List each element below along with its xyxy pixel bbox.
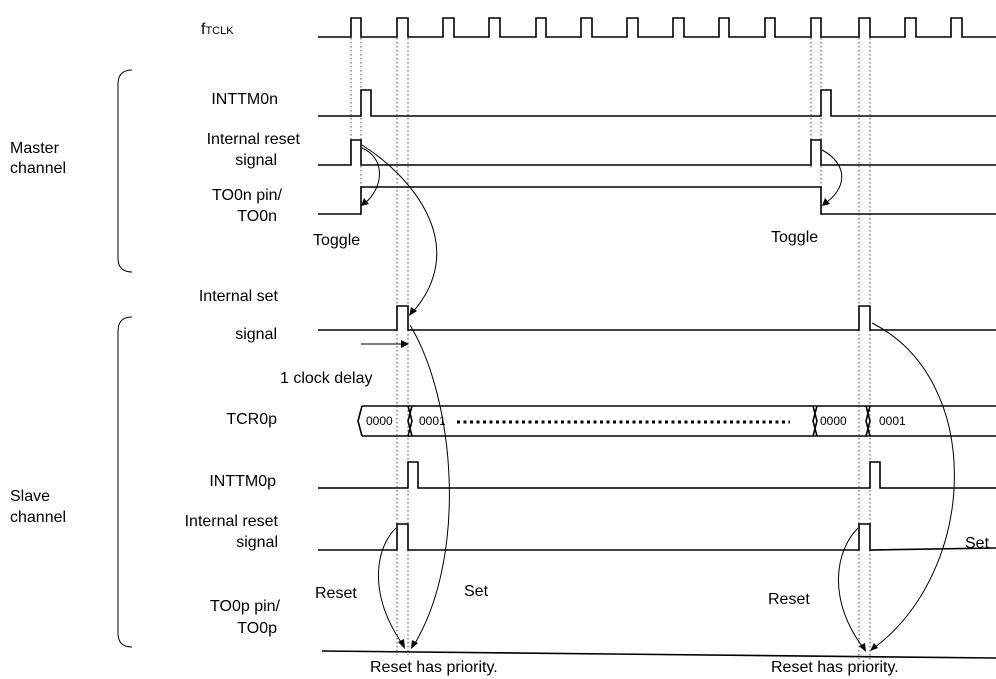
causality-arrows [361, 144, 955, 652]
to0p-label-1: TO0p pin/ [210, 598, 281, 615]
tcr0p-value-3: 0000 [820, 414, 847, 428]
inttm0n-waveform [318, 89, 996, 117]
guide-lines [350, 30, 871, 660]
priority-annotation-1: Reset has priority. [370, 659, 498, 676]
reset-annotation-1: Reset [315, 585, 357, 602]
master-group-label-1: Master [10, 140, 60, 157]
ftclk-waveform [318, 17, 996, 38]
master-bracket [117, 69, 133, 273]
inttm0p-waveform [318, 461, 996, 489]
master-reset-label-1: Internal reset [207, 131, 301, 148]
set-annotation-2: Set [965, 535, 990, 552]
inttm0n-label: INTTM0n [211, 91, 278, 108]
reset-annotation-2: Reset [768, 591, 810, 608]
slave-group-label-1: Slave [10, 488, 50, 505]
to0p-label-2: TO0p [237, 620, 277, 637]
master-reset-label-2: signal [235, 152, 277, 169]
clock-delay-annotation: 1 clock delay [280, 370, 373, 387]
tcr0p-label: TCR0p [226, 411, 277, 428]
tcr0p-waveform [357, 405, 996, 437]
to0p-waveform [321, 650, 996, 659]
to0n-label-2: TO0n [237, 208, 277, 225]
slave-reset-waveform [318, 523, 996, 551]
slave-bracket [117, 316, 133, 648]
ftclk-label: fTCLK [201, 21, 234, 38]
toggle-annotation-2: Toggle [771, 229, 818, 246]
priority-annotation-2: Reset has priority. [771, 659, 899, 676]
inttm0p-label: INTTM0p [209, 473, 276, 490]
to0n-label-1: TO0n pin/ [212, 187, 283, 204]
internal-set-label-2: signal [235, 326, 277, 343]
tcr0p-value-1: 0000 [366, 414, 393, 428]
toggle-annotation-1: Toggle [313, 232, 360, 249]
to0n-waveform [318, 186, 996, 215]
internal-set-label-1: Internal set [199, 288, 279, 305]
internal-set-waveform [318, 305, 996, 331]
tcr0p-value-2: 0001 [419, 414, 446, 428]
slave-reset-label-1: Internal reset [185, 513, 279, 530]
set-annotation-1: Set [464, 583, 489, 600]
slave-reset-label-2: signal [236, 534, 278, 551]
tcr0p-value-4: 0001 [879, 414, 906, 428]
slave-group-label-2: channel [10, 509, 66, 526]
master-reset-waveform [318, 139, 996, 166]
master-group-label-2: channel [10, 160, 66, 177]
